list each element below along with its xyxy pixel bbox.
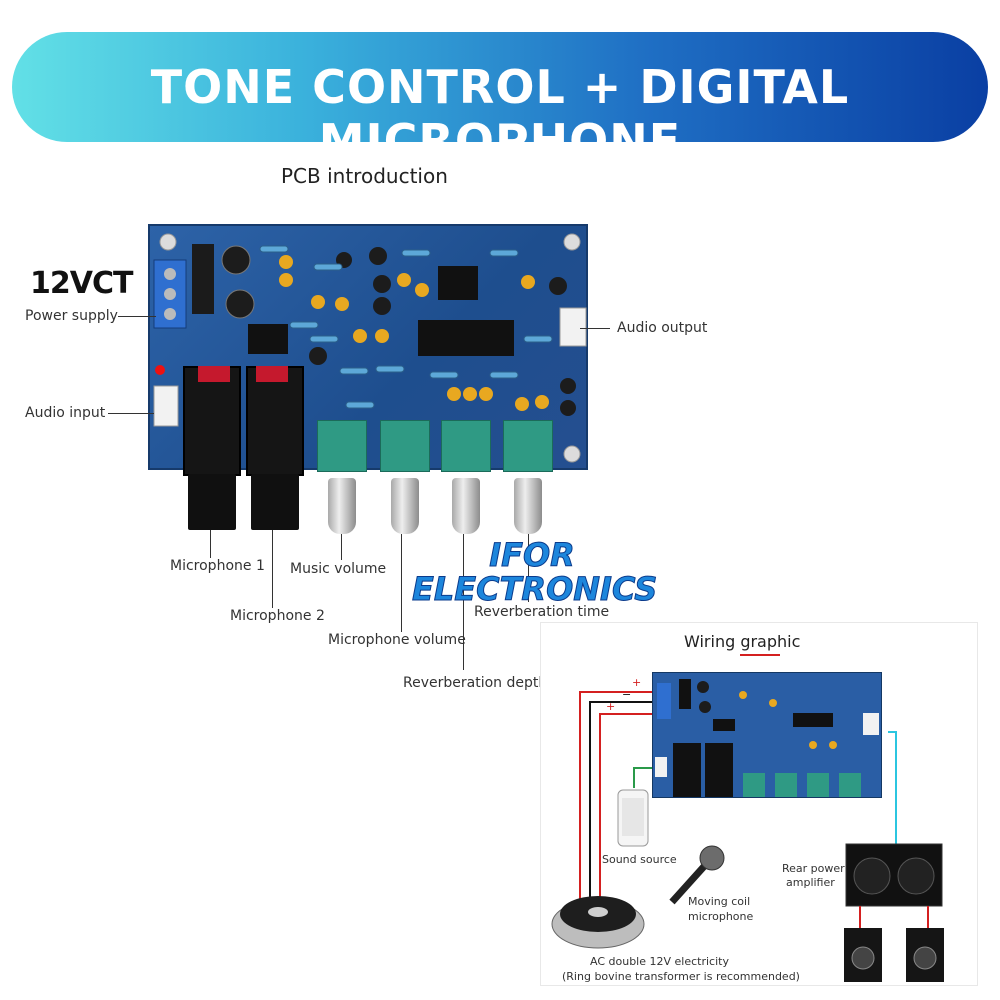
audio-output-label: Audio output — [617, 320, 708, 336]
ifor-electronics-logo: IFOR ELECTRONICS — [412, 536, 658, 608]
reverberation-depth-leader — [463, 534, 464, 670]
microphone-volume-pot — [380, 420, 430, 472]
reverberation-depth-label: Reverberation deptl — [403, 675, 543, 691]
title-banner: TONE CONTROL + DIGITAL MICROPHONE — [12, 32, 988, 168]
ac-power-label-1: AC double 12V electricity — [590, 955, 729, 968]
sound-source-label: Sound source — [602, 853, 677, 866]
microphone-2-leader — [272, 530, 273, 608]
plus-terminal-1: + — [632, 676, 642, 689]
microphone-volume-leader — [401, 534, 402, 632]
audio-input-leader — [108, 413, 154, 414]
minus-terminal: − — [622, 688, 632, 701]
voltage-label: 12VCT — [30, 266, 133, 301]
wiring-title-underline — [740, 654, 780, 656]
pcb-components — [153, 233, 587, 463]
microphone-2-label: Microphone 2 — [230, 608, 325, 624]
wiring-diagram — [551, 691, 944, 982]
power-supply-leader — [118, 316, 156, 317]
microphone-volume-shaft — [391, 478, 419, 534]
microphone-2-barrel — [251, 474, 299, 530]
wiring-pcb-board — [652, 672, 882, 798]
music-volume-shaft — [328, 478, 356, 534]
microphone-1-leader — [210, 530, 211, 558]
reverberation-time-label: Reverberation time — [474, 604, 610, 620]
wiring-pcb-components — [655, 679, 879, 797]
audio-output-leader — [580, 328, 610, 329]
microphone-2-jack — [246, 366, 304, 476]
moving-coil-label-2: microphone — [688, 910, 754, 923]
wiring-graphic-title: Wiring graphic — [684, 632, 801, 651]
music-volume-label: Music volume — [290, 561, 387, 577]
microphone-1-jack-top — [198, 366, 230, 382]
microphone-2-jack-top — [256, 366, 288, 382]
moving-coil-label-1: Moving coil — [688, 895, 751, 908]
pcb-section-title: PCB introduction — [281, 164, 448, 188]
microphone-1-jack — [183, 366, 241, 476]
reverberation-depth-shaft — [452, 478, 480, 534]
rear-power-label-1: Rear power — [782, 862, 845, 875]
ac-power-label-2: (Ring bovine transformer is recommended) — [562, 970, 800, 983]
microphone-1-barrel — [188, 474, 236, 530]
music-volume-pot — [317, 420, 367, 472]
microphone-1-label: Microphone 1 — [170, 558, 265, 574]
logo-line-2: ELECTRONICS — [412, 570, 658, 608]
reverberation-depth-pot — [441, 420, 491, 472]
music-volume-leader — [341, 534, 342, 560]
reverberation-time-shaft — [514, 478, 542, 534]
rear-power-label-2: amplifier — [786, 876, 835, 889]
logo-line-1: IFOR — [489, 536, 576, 574]
power-supply-label: Power supply — [25, 308, 118, 324]
banner-title: TONE CONTROL + DIGITAL MICROPHONE — [150, 60, 850, 168]
microphone-volume-label: Microphone volume — [328, 632, 466, 648]
audio-input-label: Audio input — [25, 405, 106, 421]
plus-terminal-2: + — [606, 700, 616, 713]
reverberation-time-leader — [528, 534, 529, 602]
reverberation-time-pot — [503, 420, 553, 472]
